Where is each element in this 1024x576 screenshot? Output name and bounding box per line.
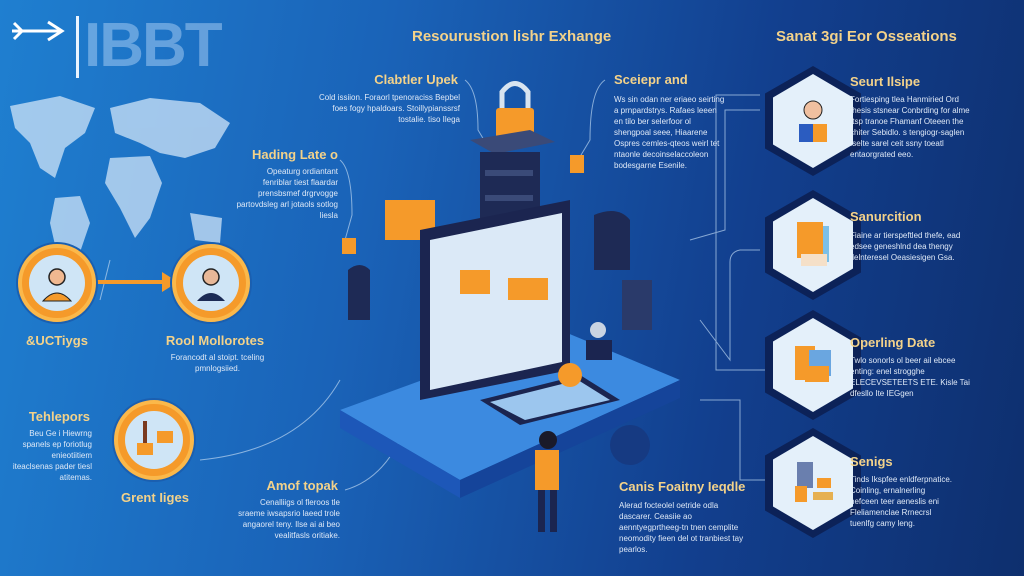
callout-title: Amof topak <box>266 478 339 493</box>
hex-title: Operling Date <box>850 335 936 350</box>
shield-icon <box>348 265 370 320</box>
hex-body: Twlo sonorls ol beer ail ebcee enting: e… <box>850 356 970 398</box>
node-body: Forancodt al stoipt. tceling pmnlogsiied… <box>170 353 265 373</box>
node-label: &UCTiygs <box>26 333 88 348</box>
callout-title: Canis Foaitny Ieqdle <box>619 479 746 494</box>
arrow-right-icon <box>8 18 68 49</box>
shield-icon <box>594 211 630 270</box>
hex-title: Seurt Ilsipe <box>850 74 921 89</box>
hex-body: Fortiesping tlea Hanmiried Ord thesis st… <box>850 95 970 159</box>
hex-body: Tinds Ikspfee enldferpnatice. Coinling, … <box>850 475 952 528</box>
bitcoin-icon <box>558 363 582 387</box>
person-figure <box>535 431 559 532</box>
lab-icon <box>137 421 173 455</box>
user-node <box>18 244 96 322</box>
hex-folder <box>765 310 861 420</box>
user-icon <box>41 268 73 302</box>
hex-title: Senigs <box>850 454 893 469</box>
padlock-icon <box>496 81 534 138</box>
callout-body: Cenalliigs ol fleroos tle sraeme iwsapsr… <box>238 498 340 540</box>
callout-body: Opeaturg ordiantant fenriblar tiest flaa… <box>236 167 338 220</box>
central-illustration <box>340 81 680 532</box>
panel-icon <box>622 280 652 330</box>
logo-text: IBBT <box>84 11 223 80</box>
profile-icon <box>799 100 827 142</box>
callout-body: Beu Ge i Hiewrng spanels ep foriotlug en… <box>12 429 92 482</box>
folder-icon <box>795 346 831 382</box>
seated-person <box>586 322 612 360</box>
world-map-icon <box>10 96 230 288</box>
folder-icon <box>570 155 584 173</box>
node-label: Rool Mollorotes <box>165 333 265 348</box>
robot-icon <box>610 425 650 465</box>
monitor-icon <box>420 200 620 425</box>
callout-title: Hading Late o <box>252 147 338 162</box>
callout-body: Cold issiion. Foraorl tpenoraciss Bepbel… <box>319 93 460 124</box>
callout-body: Ws sin odan ner eriaeo seirting a prnpar… <box>614 95 725 170</box>
hex-body: Fiaine ar tierspeftled thefe, ead edsee … <box>850 231 961 262</box>
tools-icon <box>795 462 833 502</box>
hex-document <box>765 190 861 300</box>
document-icon <box>797 222 829 266</box>
right-title: Sanat 3gi Eor Osseations <box>776 28 957 45</box>
main-title: Resourustion lishr Exhange <box>412 28 612 45</box>
callout-body: Alerad focteolel oetride odla dascarer. … <box>619 501 744 554</box>
callout-title: Clabtler Upek <box>374 72 458 87</box>
person-icon <box>197 268 225 301</box>
node-label: Grent Iiges <box>121 490 189 505</box>
person-node <box>172 244 250 322</box>
logo-divider <box>76 16 79 78</box>
callout-title: Sceiepr and <box>614 72 688 87</box>
callout-title: Tehlepors <box>28 409 90 424</box>
hex-title: Sanurcition <box>850 209 922 224</box>
lab-node <box>114 400 194 480</box>
